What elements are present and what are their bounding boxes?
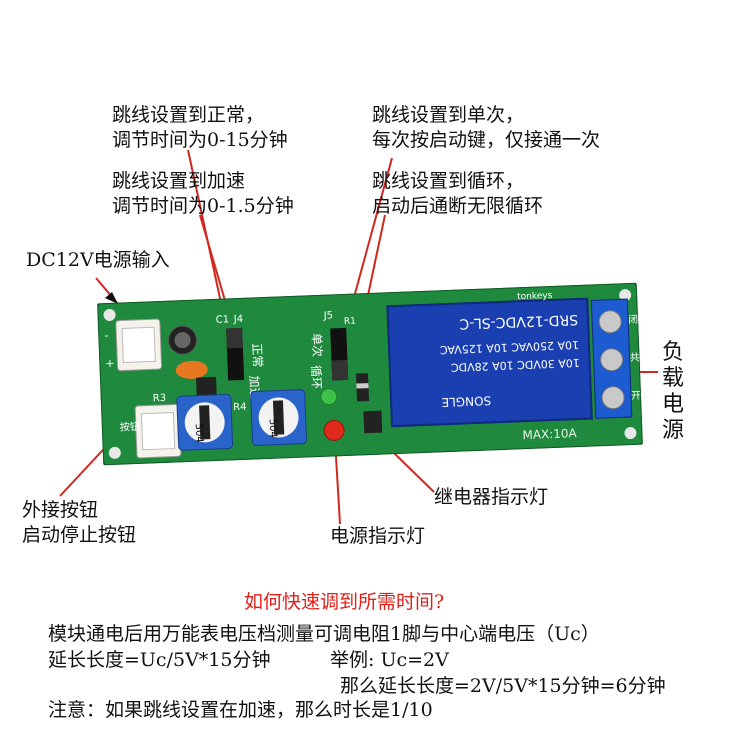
terminal-screw (601, 386, 625, 410)
annot-load-1: 负 (662, 340, 685, 365)
ceramic-capacitor (175, 360, 208, 379)
annot-button-1: 外接按钮 (22, 499, 99, 521)
relay-spec-2: 10A 30VDC 10A 28VDC (450, 356, 580, 374)
pot-marking-1: 504 (193, 423, 205, 443)
silk-j5: J5 (323, 310, 334, 321)
bottom-line-4: 注意：如果跳线设置在加速，那么时长是1/10 (48, 699, 433, 721)
annot-load-4: 源 (662, 418, 685, 443)
terminal-screw (598, 310, 622, 334)
silk-j4: J4 (233, 314, 244, 325)
silk-nc: 闭 (628, 313, 638, 326)
power-indicator-led (323, 419, 345, 441)
annot-load-2: 载 (662, 366, 685, 391)
annot-relay-led: 继电器指示灯 (434, 486, 549, 508)
jumper-cap-j5 (331, 359, 349, 381)
relay-spec-1: 10A 250VAC 10A 125VAC (439, 338, 579, 356)
potentiometer-1: 504 (176, 394, 234, 451)
silk-rating: MAX:10A (522, 426, 578, 442)
silk-c1: C1 (216, 314, 230, 326)
potentiometer-2: 504 (250, 389, 307, 446)
silk-button: 按钮 (120, 420, 140, 434)
annot-loop-2: 启动后通断无限循环 (372, 195, 544, 217)
annot-fast-1: 跳线设置到加速 (112, 170, 246, 192)
terminal-screw (600, 348, 624, 372)
silk-no: 开 (631, 391, 641, 402)
annot-normal-1: 跳线设置到正常， (112, 104, 265, 126)
relay-model: SRD-12VDC-SL-C (459, 311, 578, 332)
mount-hole (619, 289, 632, 302)
annot-loop-1: 跳线设置到循环， (372, 170, 525, 192)
silk-single: 单次 (309, 333, 324, 358)
annot-single-2: 每次按启动键，仅接通一次 (372, 129, 601, 151)
bottom-line-1: 模块通电后用万能表电压档测量可调电阻1脚与中心端电压（Uc） (48, 623, 600, 645)
annot-single-1: 跳线设置到单次， (372, 104, 525, 126)
annot-normal-2: 调节时间为0-15分钟 (112, 129, 288, 151)
silk-loop: 循环 (309, 365, 324, 390)
silk-r3: R3 (153, 393, 167, 405)
silk-normal: 正常 (250, 343, 265, 368)
silk-brand: tonkeys (517, 291, 553, 302)
annot-power-led: 电源指示灯 (330, 525, 426, 547)
arrow-power-input (105, 292, 118, 304)
annot-button-2: 启动停止按钮 (22, 524, 137, 546)
relay-driver-transistor (363, 410, 383, 434)
bottom-line-2a: 延长长度=Uc/5V*15分钟 (48, 649, 271, 671)
bottom-line-3: 那么延长长度=2V/5V*15分钟=6分钟 (340, 675, 666, 697)
pot-marking-2: 504 (267, 419, 279, 439)
bottom-line-2b: 举例: Uc=2V (330, 649, 449, 671)
relay-maker: SONGLE (441, 393, 491, 409)
silk-com: 共 (629, 352, 639, 364)
relay-indicator-led (320, 388, 338, 406)
silk-r1: R1 (344, 317, 356, 327)
relay: SRD-12VDC-SL-C 10A 250VAC 10A 125VAC 10A… (386, 297, 593, 428)
silk-plus: + (105, 357, 115, 370)
annot-load-3: 电 (662, 392, 685, 417)
annot-power-input: DC12V电源输入 (26, 249, 170, 271)
mount-hole (624, 427, 637, 440)
bottom-question: 如何快速调到所需时间? (244, 591, 445, 613)
annot-fast-2: 调节时间为0-1.5分钟 (112, 195, 294, 217)
silk-r4: R4 (233, 402, 247, 414)
jumper-cap-j4 (226, 327, 243, 349)
mount-hole (108, 446, 121, 459)
relay-module-board: - + 按钮 R3 C1 J4 正常 加速 J5 R1 单次 循环 504 R4… (97, 282, 643, 466)
silk-minus: - (104, 329, 108, 342)
mount-hole (103, 308, 116, 321)
